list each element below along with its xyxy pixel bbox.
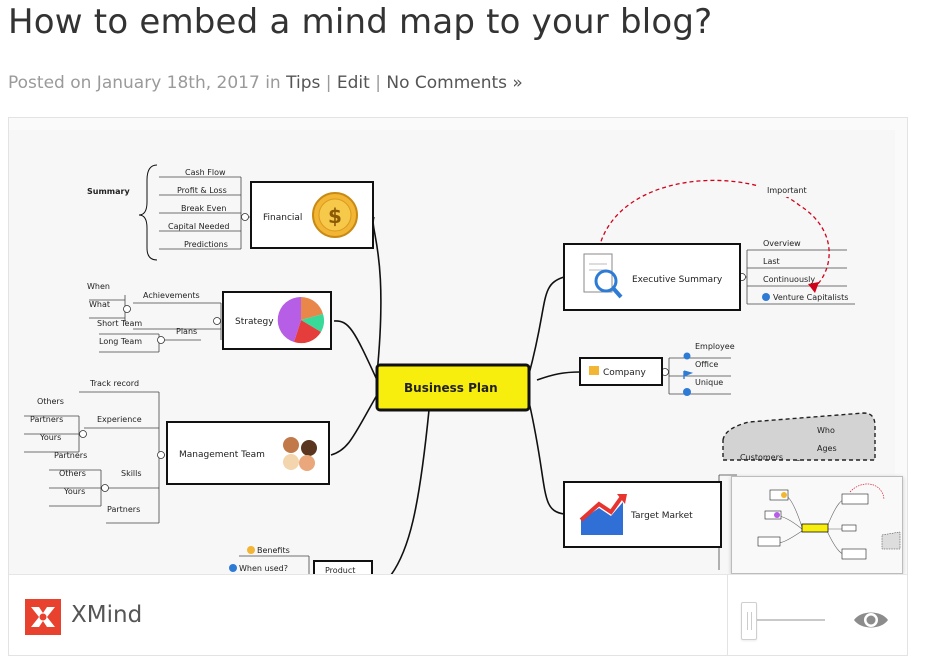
achievement-item: What — [89, 300, 110, 309]
document-search-icon — [583, 253, 623, 299]
important-label: Important — [767, 186, 807, 195]
customers-item: Ages — [817, 444, 837, 453]
financial-label: Financial — [263, 213, 302, 223]
info-icon — [762, 293, 770, 301]
toolbar-divider — [727, 575, 728, 655]
experience-item: Yours — [39, 433, 61, 442]
embedded-mindmap-viewer: $ — [8, 117, 908, 656]
growth-chart-icon — [579, 494, 627, 535]
when-used-label: When used? — [239, 564, 288, 573]
question-icon — [683, 388, 691, 396]
meta-separator: | — [325, 73, 332, 93]
skills-item: Others — [59, 469, 86, 478]
company-item: Unique — [695, 378, 723, 387]
mindmap-diagram: $ — [24, 164, 876, 575]
product-label: Product — [325, 566, 355, 575]
executive-summary-label: Executive Summary — [632, 275, 723, 285]
plans-item: Short Team — [97, 319, 142, 328]
benefits-label: Benefits — [257, 546, 290, 555]
financial-item: Profit & Loss — [177, 186, 227, 195]
skills-item: Partners — [54, 451, 87, 460]
arrow-head-icon — [808, 282, 819, 293]
mindmap-canvas[interactable]: $ — [9, 130, 903, 575]
company-item: Office — [695, 360, 718, 369]
zoom-slider-track[interactable] — [753, 619, 825, 621]
financial-item: Predictions — [184, 240, 228, 249]
achievements-label: Achievements — [143, 291, 200, 300]
eye-icon[interactable] — [853, 608, 889, 632]
flag-icon — [683, 370, 694, 379]
achievement-item: When — [87, 282, 110, 291]
financial-item: Break Even — [181, 204, 226, 213]
executive-item: Venture Capitalists — [773, 293, 848, 302]
executive-item: Continuously — [763, 275, 815, 284]
brand-name[interactable]: XMind — [71, 602, 143, 628]
xmind-logo-icon[interactable] — [25, 599, 61, 635]
post-title: How to embed a mind map to your blog? — [8, 2, 713, 42]
center-node[interactable] — [375, 363, 531, 412]
svg-text:$: $ — [328, 204, 342, 228]
skills-item: Yours — [63, 487, 85, 496]
management-label: Management Team — [179, 450, 265, 460]
posted-date: Posted on January 18th, 2017 in — [8, 73, 281, 93]
product-node[interactable] — [313, 560, 373, 575]
edit-link[interactable]: Edit — [336, 73, 370, 93]
customers-item: Who — [817, 426, 835, 435]
company-label: Company — [603, 368, 646, 378]
experience-label: Experience — [97, 415, 142, 424]
customers-label: Customers — [740, 453, 783, 462]
category-link[interactable]: Tips — [286, 73, 321, 93]
customers-boundary — [722, 412, 876, 461]
comments-link[interactable]: No Comments » — [386, 73, 523, 93]
hands-teamwork-icon — [283, 437, 317, 471]
pie-chart-icon — [277, 296, 324, 344]
partners-label: Partners — [107, 505, 140, 514]
meta-separator: | — [375, 73, 381, 93]
center-label: Business Plan — [404, 381, 498, 395]
zoom-slider-handle[interactable] — [741, 602, 757, 640]
plans-item: Long Team — [99, 337, 142, 346]
track-record-label: Track record — [89, 379, 139, 388]
company-icon — [589, 366, 599, 375]
management-team-node[interactable] — [166, 421, 330, 485]
executive-item: Overview — [763, 239, 801, 248]
post-meta: Posted on January 18th, 2017 in Tips | E… — [8, 73, 523, 93]
skills-label: Skills — [121, 469, 142, 478]
help-icon — [229, 564, 237, 572]
viewer-toolbar: XMind — [9, 574, 907, 655]
experience-item: Others — [37, 397, 64, 406]
relationship-line — [598, 179, 830, 289]
financial-item: Capital Needed — [168, 222, 230, 231]
financial-item: Cash Flow — [185, 168, 226, 177]
mindmap-overview-thumbnail[interactable] — [731, 476, 903, 574]
company-item: Employee — [695, 342, 735, 351]
executive-item: Last — [763, 257, 780, 266]
plans-label: Plans — [176, 327, 197, 336]
target-market-label: Target Market — [630, 511, 693, 521]
smiley-icon — [247, 546, 255, 554]
person-icon — [683, 352, 691, 360]
experience-item: Partners — [30, 415, 63, 424]
strategy-label: Strategy — [235, 317, 274, 327]
summary-label: Summary — [87, 187, 130, 196]
thumbnail-preview — [732, 477, 902, 573]
